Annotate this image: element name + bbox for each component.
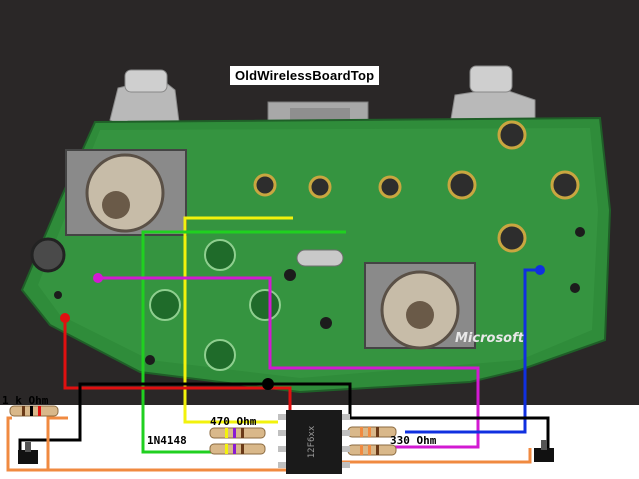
svg-text:12F6xx: 12F6xx (307, 425, 317, 458)
resistor-330-bottom (347, 444, 397, 456)
page-title: OldWirelessBoardTop (230, 66, 380, 85)
label-diode: 1N4148 (147, 434, 187, 447)
blue-wire (405, 268, 540, 434)
red-wire (63, 318, 292, 415)
green-wire (141, 230, 346, 454)
label-330: 330 Ohm (390, 434, 437, 447)
switch-right (534, 440, 554, 462)
orange-wire (6, 416, 290, 472)
motor (30, 237, 66, 273)
yellow-wire (183, 216, 293, 424)
resistor-470-bottom (209, 443, 266, 455)
crystal (296, 249, 344, 267)
right-thumbstick (364, 262, 476, 350)
orange-wire-2 (22, 416, 68, 472)
black-wire (18, 382, 268, 455)
magenta-wire (98, 276, 480, 449)
switch-left (18, 442, 38, 464)
mounting-holes (54, 227, 585, 365)
left-thumbstick (65, 149, 187, 236)
orange-wire-3 (340, 448, 532, 464)
contact-pads (253, 120, 580, 253)
resistor-1k (9, 405, 59, 417)
brand-logo: Microsoft (455, 331, 525, 346)
resistor-470-top (209, 427, 266, 439)
pic-chip: 12F6xx (278, 410, 350, 474)
resistor-330-top (347, 426, 397, 438)
label-1k: 1 k Ohm (2, 394, 49, 407)
dpad-contacts (149, 239, 281, 371)
label-470: 470 Ohm (210, 415, 257, 428)
junction-dots (60, 265, 545, 390)
